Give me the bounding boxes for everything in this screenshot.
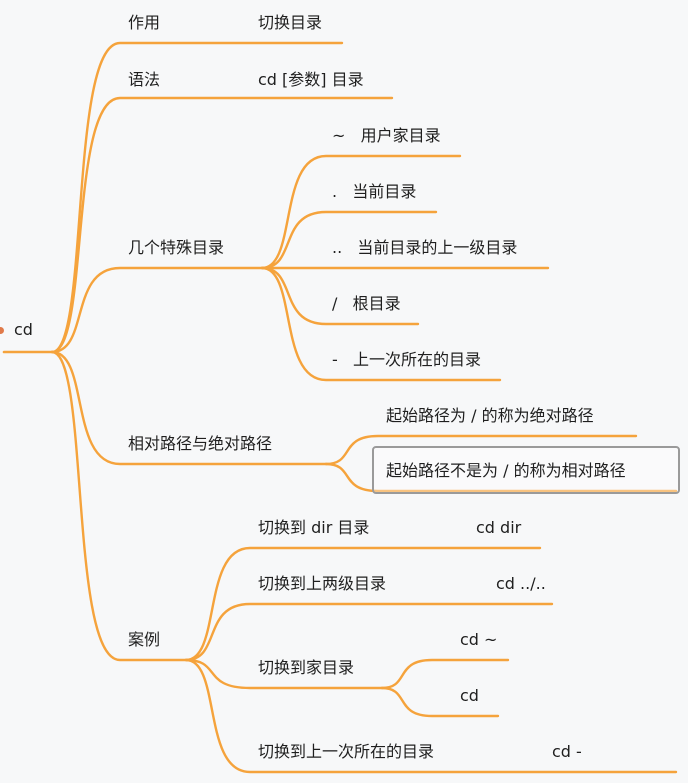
connector-relative-path — [324, 462, 678, 493]
example-home-command-tilde[interactable]: cd ~ — [460, 630, 498, 649]
connector-special-dirs — [50, 266, 264, 354]
branch-relative-absolute[interactable]: 相对路径与绝对路径 — [128, 434, 273, 453]
root-bullet — [0, 327, 4, 334]
example-home-label[interactable]: 切换到家目录 — [258, 658, 355, 677]
example-up-two-label[interactable]: 切换到上两级目录 — [258, 574, 387, 593]
connector-root-dir — [260, 266, 420, 326]
connector-home-tilde — [380, 658, 510, 690]
connector-current-dir — [260, 210, 438, 270]
connector-example-previous — [184, 658, 678, 774]
branch-purpose[interactable]: 作用 — [128, 13, 161, 32]
example-dir-command[interactable]: cd dir — [476, 518, 522, 537]
leaf-switch-directory[interactable]: 切换目录 — [258, 13, 323, 32]
leaf-relative-path[interactable]: 起始路径不是为 / 的称为相对路径 — [386, 461, 626, 480]
root-node-cd[interactable]: cd — [14, 320, 33, 339]
example-previous-label[interactable]: 切换到上一次所在的目录 — [258, 742, 435, 761]
connector-syntax — [50, 96, 394, 354]
connector-previous-dir — [260, 266, 502, 382]
leaf-current-dir[interactable]: . 当前目录 — [332, 182, 417, 201]
leaf-home-dir[interactable]: ~ 用户家目录 — [332, 126, 441, 145]
leaf-parent-dir[interactable]: .. 当前目录的上一级目录 — [332, 238, 518, 257]
connector-example-home — [184, 658, 384, 690]
connector-home-plain — [380, 686, 500, 718]
connector-example-up-two — [184, 602, 554, 662]
connector-example-dir — [184, 546, 542, 662]
leaf-root-dir[interactable]: / 根目录 — [332, 294, 401, 313]
example-up-two-command[interactable]: cd ../.. — [496, 574, 546, 593]
branch-syntax[interactable]: 语法 — [128, 70, 161, 89]
connector-home-dir — [260, 154, 462, 270]
connector-relative-absolute — [50, 350, 328, 466]
connector-examples — [50, 350, 188, 662]
branch-special-dirs[interactable]: 几个特殊目录 — [128, 238, 225, 257]
leaf-syntax-value[interactable]: cd [参数] 目录 — [258, 70, 364, 89]
example-home-command-plain[interactable]: cd — [460, 686, 479, 705]
leaf-previous-dir[interactable]: - 上一次所在的目录 — [332, 350, 482, 369]
selection-box — [372, 446, 680, 494]
connector-absolute-path — [324, 434, 638, 466]
example-dir-label[interactable]: 切换到 dir 目录 — [258, 518, 370, 537]
leaf-absolute-path[interactable]: 起始路径为 / 的称为绝对路径 — [386, 406, 594, 425]
branch-examples[interactable]: 案例 — [128, 630, 161, 649]
example-previous-command[interactable]: cd - — [552, 742, 582, 761]
